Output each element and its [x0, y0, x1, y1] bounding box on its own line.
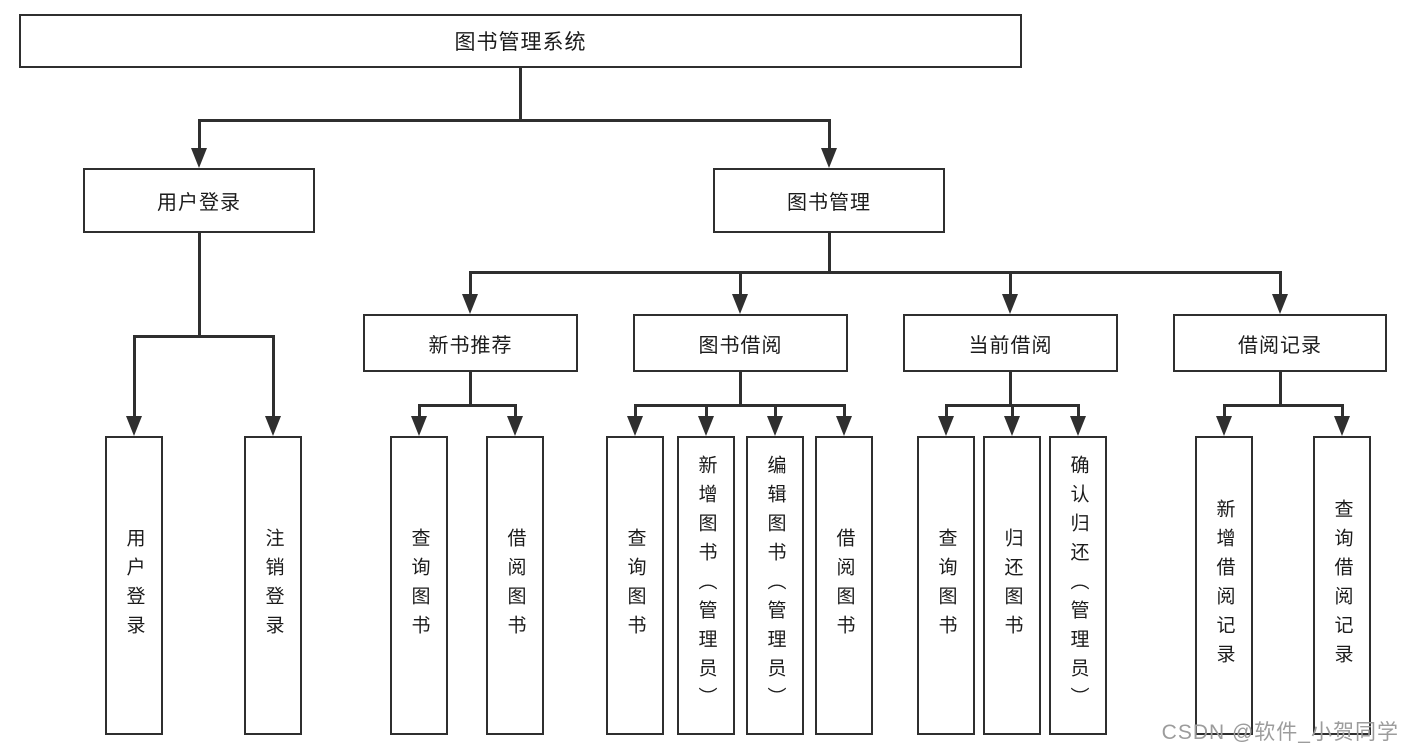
- arrow-down-icon: [836, 416, 852, 436]
- connector-line: [828, 232, 831, 274]
- connector-line: [739, 271, 742, 296]
- leaf-user-login: 用户登录: [105, 436, 163, 735]
- leaf-confirm-return-admin: 确认归还（管理员）: [1049, 436, 1107, 735]
- connector-line: [1077, 404, 1080, 418]
- connector-line: [418, 404, 421, 418]
- node-current-borrowing: 当前借阅: [903, 314, 1118, 372]
- node-book-management: 图书管理: [713, 168, 945, 233]
- leaf-borrow-books: 借阅图书: [815, 436, 873, 735]
- arrow-down-icon: [411, 416, 427, 436]
- connector-line: [843, 404, 846, 418]
- arrow-down-icon: [767, 416, 783, 436]
- arrow-down-icon: [1334, 416, 1350, 436]
- leaf-add-borrow-record: 新增借阅记录: [1195, 436, 1253, 735]
- arrow-down-icon: [1272, 294, 1288, 314]
- node-new-book-recommend: 新书推荐: [363, 314, 578, 372]
- leaf-query-books: 查询图书: [606, 436, 664, 735]
- connector-line: [705, 404, 708, 418]
- arrow-down-icon: [732, 294, 748, 314]
- connector-line: [739, 371, 742, 407]
- arrow-down-icon: [462, 294, 478, 314]
- leaf-borrow-books: 借阅图书: [486, 436, 544, 735]
- connector-line: [469, 271, 1282, 274]
- watermark: CSDN @软件_小贺同学: [1161, 721, 1399, 744]
- leaf-logout: 注销登录: [244, 436, 302, 735]
- connector-line: [198, 119, 201, 150]
- leaf-add-book-admin: 新增图书（管理员）: [677, 436, 735, 735]
- leaf-return-books: 归还图书: [983, 436, 1041, 735]
- arrow-down-icon: [627, 416, 643, 436]
- connector-line: [1009, 371, 1012, 407]
- connector-line: [1009, 271, 1012, 296]
- leaf-query-borrow-record: 查询借阅记录: [1313, 436, 1371, 735]
- connector-line: [1223, 404, 1344, 407]
- leaf-edit-book-admin: 编辑图书（管理员）: [746, 436, 804, 735]
- arrow-down-icon: [1216, 416, 1232, 436]
- connector-line: [198, 232, 201, 336]
- arrow-down-icon: [191, 148, 207, 168]
- node-library-system: 图书管理系统: [19, 14, 1022, 68]
- connector-line: [133, 335, 274, 338]
- connector-line: [469, 271, 472, 296]
- node-borrowing-records: 借阅记录: [1173, 314, 1387, 372]
- arrow-down-icon: [265, 416, 281, 436]
- connector-line: [514, 404, 517, 418]
- connector-line: [1011, 404, 1014, 418]
- connector-line: [1341, 404, 1344, 418]
- arrow-down-icon: [507, 416, 523, 436]
- arrow-down-icon: [1002, 294, 1018, 314]
- connector-line: [634, 404, 846, 407]
- arrow-down-icon: [938, 416, 954, 436]
- connector-line: [945, 404, 948, 418]
- node-user-login: 用户登录: [83, 168, 315, 233]
- node-book-borrowing: 图书借阅: [633, 314, 848, 372]
- leaf-query-books: 查询图书: [390, 436, 448, 735]
- arrow-down-icon: [126, 416, 142, 436]
- connector-line: [774, 404, 777, 418]
- connector-line: [828, 119, 831, 150]
- arrow-down-icon: [1070, 416, 1086, 436]
- connector-line: [133, 335, 136, 418]
- arrow-down-icon: [698, 416, 714, 436]
- connector-line: [272, 335, 275, 418]
- connector-line: [198, 119, 831, 122]
- connector-line: [634, 404, 637, 418]
- connector-line: [418, 404, 517, 407]
- leaf-query-books: 查询图书: [917, 436, 975, 735]
- arrow-down-icon: [1004, 416, 1020, 436]
- connector-line: [1279, 271, 1282, 296]
- connector-line: [469, 371, 472, 407]
- connector-line: [1223, 404, 1226, 418]
- arrow-down-icon: [821, 148, 837, 168]
- connector-line: [519, 67, 522, 120]
- connector-line: [1279, 371, 1282, 407]
